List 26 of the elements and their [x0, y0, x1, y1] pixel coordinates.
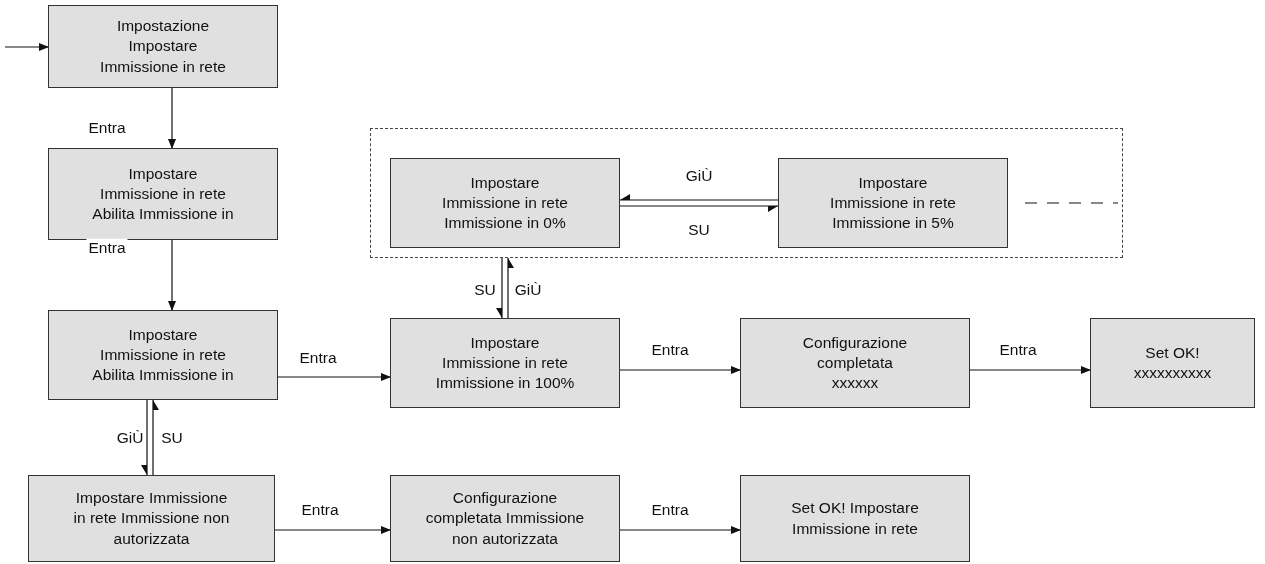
harpoon-arrow: [619, 194, 779, 201]
harpoon-arrow: [507, 257, 514, 319]
arrow: [277, 373, 391, 381]
process-box: Configurazione completata xxxxxx: [740, 318, 970, 408]
process-box: Impostare Immissione in rete Immissione non autorizzata: [28, 475, 275, 562]
process-box: Impostare Immissione in rete Abilita Immissione in: [48, 148, 278, 240]
process-box: Configurazione completata Immissione non autorizzata: [390, 475, 620, 562]
process-box: Impostazione Impostare Immissione in rete: [48, 5, 278, 88]
arrow: [168, 239, 176, 311]
arrow: [619, 366, 741, 374]
process-box: Impostare Immissione in rete Immissione in 5%: [778, 158, 1008, 248]
process-box: Set OK! xxxxxxxxxx: [1090, 318, 1255, 408]
harpoon-arrow: [141, 399, 148, 476]
arrow: [619, 526, 741, 534]
arrow: [168, 87, 176, 149]
harpoon-arrow: [619, 205, 779, 212]
arrow: [969, 366, 1091, 374]
dashed-group-frame: [370, 128, 1123, 258]
process-box: Impostare Immissione in rete Abilita Immissione in: [48, 310, 278, 400]
harpoon-arrow: [496, 257, 503, 319]
process-box: Impostare Immissione in rete Immissione in 100%: [390, 318, 620, 408]
arrow: [4, 43, 49, 51]
harpoon-arrow: [152, 399, 159, 476]
process-box: Impostare Immissione in rete Immissione in 0%: [390, 158, 620, 248]
process-box: Set OK! Impostare Immissione in rete: [740, 475, 970, 562]
arrow: [274, 526, 391, 534]
